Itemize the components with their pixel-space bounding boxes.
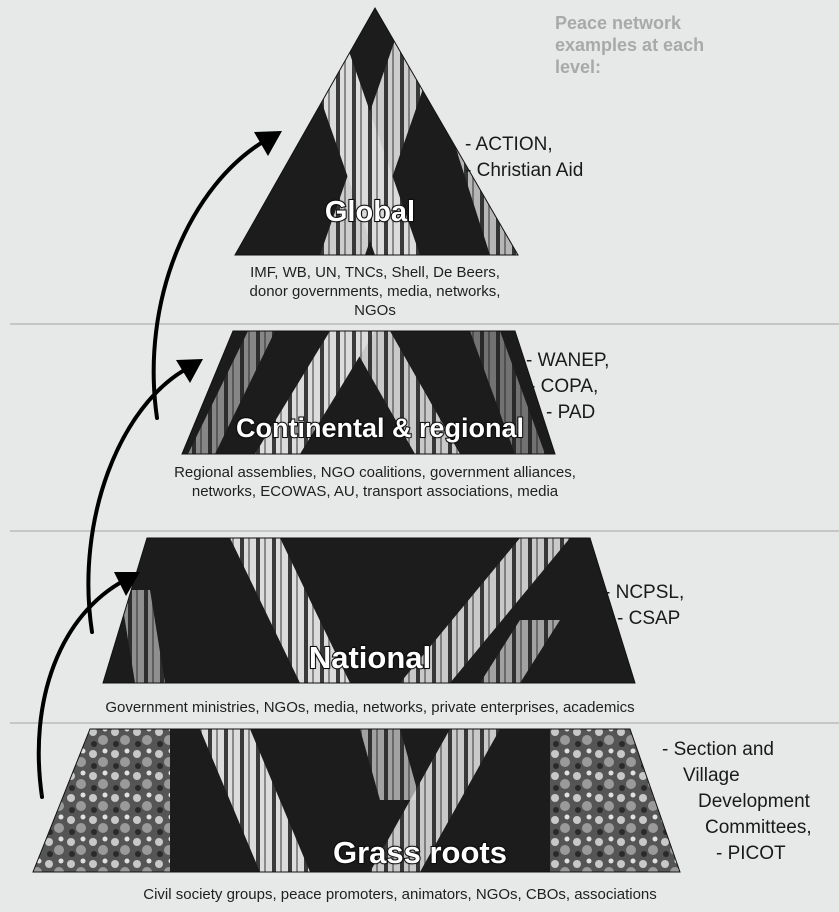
example-item: - PICOT	[716, 843, 786, 864]
upward-arrows	[36, 138, 268, 799]
example-item: Committees,	[705, 817, 812, 838]
examples-grass-roots: - Section and Village Development Commit…	[662, 737, 812, 867]
actors-national: Government ministries, NGOs, media, netw…	[105, 699, 635, 716]
arrowhead	[176, 359, 203, 383]
example-item: - CSAP	[617, 608, 681, 629]
arrowhead	[114, 572, 140, 596]
arrow-grass-to-national	[36, 578, 127, 799]
example-item: - NCPSL,	[604, 582, 685, 603]
example-item: - ACTION,	[465, 134, 553, 155]
example-item: Village	[683, 765, 740, 786]
level-name-national: National	[308, 639, 432, 676]
example-item: - Christian Aid	[465, 160, 584, 181]
arrow-continental-to-global	[151, 138, 268, 420]
diagram-title: Peace network examples at each level:	[555, 13, 705, 77]
actors-continental: Regional assemblies, NGO coalitions, gov…	[174, 464, 576, 500]
example-item: Development	[698, 791, 810, 812]
actors-grass-roots: Civil society groups, peace promoters, a…	[143, 886, 657, 903]
examples-national: - NCPSL, - CSAP	[604, 580, 684, 632]
example-item: - COPA,	[529, 376, 599, 397]
level-name-grass-roots: Grass roots	[332, 834, 508, 871]
actors-global: IMF, WB, UN, TNCs, Shell, De Beers, dono…	[249, 264, 501, 319]
level-name-global: Global	[324, 195, 416, 229]
arrow-national-to-continental	[86, 366, 190, 634]
level-name-continental: Continental & regional	[235, 412, 525, 444]
examples-continental: - WANEP, - COPA, - PAD	[526, 348, 609, 426]
examples-global: - ACTION, - Christian Aid	[465, 132, 583, 184]
level-shape-national	[102, 537, 636, 684]
example-item: - Section and	[662, 739, 774, 760]
example-item: - PAD	[546, 402, 596, 423]
arrowhead	[254, 131, 282, 156]
level-shape-grass-roots	[32, 728, 681, 873]
level-shape-continental	[181, 330, 556, 455]
arrowheads	[114, 131, 282, 596]
example-item: - WANEP,	[526, 350, 610, 371]
